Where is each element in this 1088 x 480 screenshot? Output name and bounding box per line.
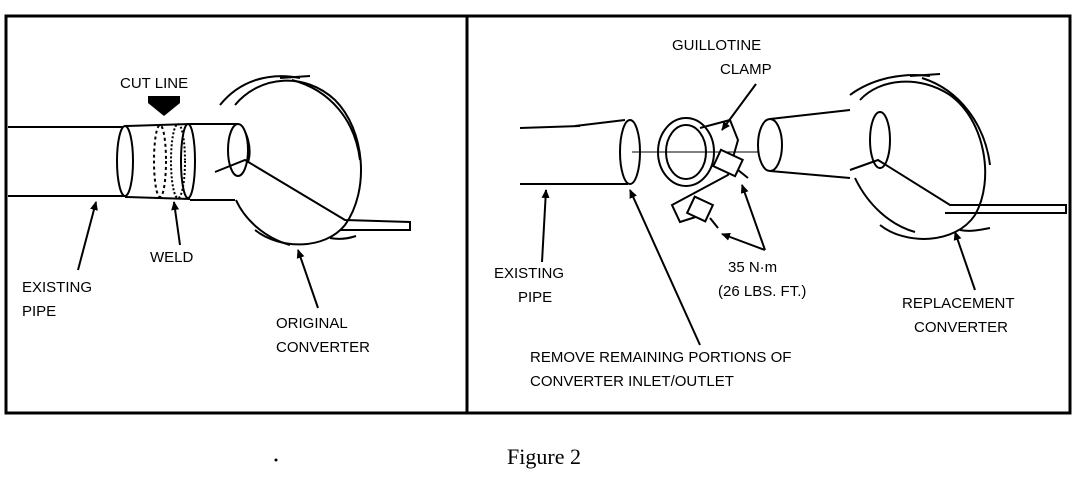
guillotine-clamp-label-2: CLAMP — [720, 61, 772, 78]
guillotine-clamp-label-1: GUILLOTINE — [672, 37, 761, 54]
remove-portions-label-1: REMOVE REMAINING PORTIONS OF — [530, 349, 791, 366]
stray-dot — [274, 458, 278, 462]
original-converter-label-1: ORIGINAL — [276, 315, 348, 332]
replacement-converter-leader — [953, 231, 976, 291]
remove-portions-label-2: CONVERTER INLET/OUTLET — [530, 373, 734, 390]
existing-pipe-right-label-2: PIPE — [518, 289, 552, 306]
replacement-converter-label-2: CONVERTER — [914, 319, 1008, 336]
cut-line-arrow — [148, 96, 180, 116]
existing-pipe-left-leader — [77, 201, 98, 271]
original-converter — [190, 75, 411, 246]
existing-pipe-right-leader — [541, 189, 550, 263]
weld-leader — [171, 201, 181, 246]
torque-leader-upper — [740, 184, 766, 251]
left-panel-frame — [4, 14, 469, 415]
existing-pipe-left-label-2: PIPE — [22, 303, 56, 320]
weld-label: WELD — [150, 249, 194, 266]
torque-label-1: 35 N·m — [728, 259, 777, 276]
torque-label-2: (26 LBS. FT.) — [718, 283, 806, 300]
guillotine-clamp-leader — [721, 83, 757, 131]
weld-joint — [124, 123, 196, 200]
cut-line-label: CUT LINE — [120, 75, 188, 92]
guillotine-clamp — [657, 117, 749, 229]
existing-pipe-left-label-1: EXISTING — [22, 279, 92, 296]
replacement-converter — [757, 73, 1067, 240]
existing-pipe-left — [8, 125, 134, 197]
existing-pipe-right — [519, 119, 770, 185]
original-converter-leader — [296, 249, 319, 309]
torque-leader-lower — [721, 233, 766, 251]
figure-caption: Figure 2 — [507, 444, 581, 469]
replacement-converter-label-1: REPLACEMENT — [902, 295, 1015, 312]
existing-pipe-right-label-1: EXISTING — [494, 265, 564, 282]
right-panel-frame — [465, 14, 1072, 415]
original-converter-label-2: CONVERTER — [276, 339, 370, 356]
remove-portions-leader — [629, 189, 701, 346]
